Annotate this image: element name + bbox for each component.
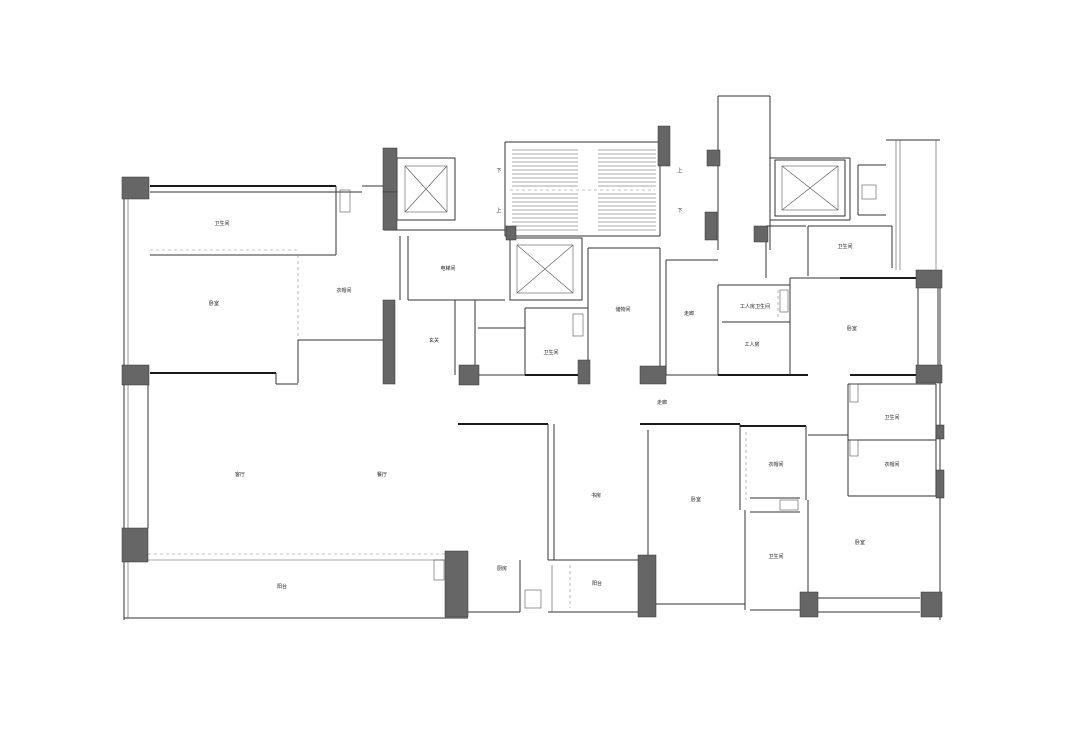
stair-mark: 下 (496, 168, 501, 174)
room-label-kitchen: 厨房 (497, 565, 507, 572)
column (799, 591, 819, 618)
room-label-closet-e: 衣帽间 (884, 461, 899, 468)
column (915, 364, 943, 384)
room-label-bedroom-w: 卧室 (209, 300, 219, 307)
column (577, 359, 591, 385)
column (935, 469, 945, 499)
room-label-living-room: 客厅 (235, 471, 245, 478)
room-labels: 卫生间 卧室 衣帽间 电梯间 玄关 卫生间 储物间 走廊 工人房卫生间 工人房 … (209, 220, 900, 590)
room-label-study: 书房 (591, 492, 601, 499)
column (382, 299, 396, 385)
room-label-balcony-w: 阳台 (277, 583, 287, 590)
room-label-storage: 储物间 (615, 306, 630, 313)
stair-treads (512, 149, 656, 231)
room-label-corridor-main: 走廊 (657, 399, 667, 406)
stair-mark: 上 (496, 207, 501, 214)
room-label-closet-center: 衣帽间 (768, 461, 783, 468)
room-label-staff-bath: 工人房卫生间 (740, 303, 770, 310)
column (121, 176, 150, 200)
column (444, 550, 469, 618)
room-label-bath-center: 卫生间 (543, 349, 558, 356)
column (639, 365, 667, 385)
column (704, 211, 718, 241)
room-label-bath-south: 卫生间 (768, 553, 783, 560)
column (915, 269, 943, 289)
structural-columns (121, 125, 945, 618)
column (920, 591, 943, 618)
column (121, 527, 149, 563)
column (458, 364, 480, 386)
room-label-bath-nw: 卫生间 (214, 220, 229, 227)
column (505, 225, 517, 241)
room-label-elevator-room: 电梯间 (440, 265, 455, 272)
outer-walls (123, 95, 941, 620)
column (637, 554, 657, 618)
room-label-bedroom-center: 卧室 (691, 496, 701, 503)
room-label-foyer: 玄关 (429, 337, 439, 344)
room-label-bath-ne: 卫生间 (837, 243, 852, 250)
column (121, 364, 150, 386)
room-label-staff-room: 工人房 (744, 341, 759, 348)
elevator-shafts (396, 157, 877, 301)
stair-mark: 下 (677, 208, 682, 214)
column (657, 125, 671, 167)
column (382, 147, 398, 193)
column (753, 225, 769, 243)
room-label-bath-e: 卫生间 (884, 414, 899, 421)
room-label-balcony-center: 阳台 (592, 580, 602, 587)
room-label-dining-room: 餐厅 (377, 471, 387, 478)
column (706, 149, 721, 167)
column (935, 424, 945, 440)
room-label-bedroom-se: 卧室 (855, 539, 865, 546)
stair-marks: 下 上 上 下 (496, 167, 682, 214)
room-label-corridor-upper: 走廊 (684, 310, 694, 317)
column (382, 191, 398, 231)
room-label-closet-w: 衣帽间 (336, 287, 351, 294)
stair-mark: 上 (677, 167, 682, 174)
fixtures (339, 189, 859, 609)
room-label-bedroom-ne: 卧室 (847, 325, 857, 332)
